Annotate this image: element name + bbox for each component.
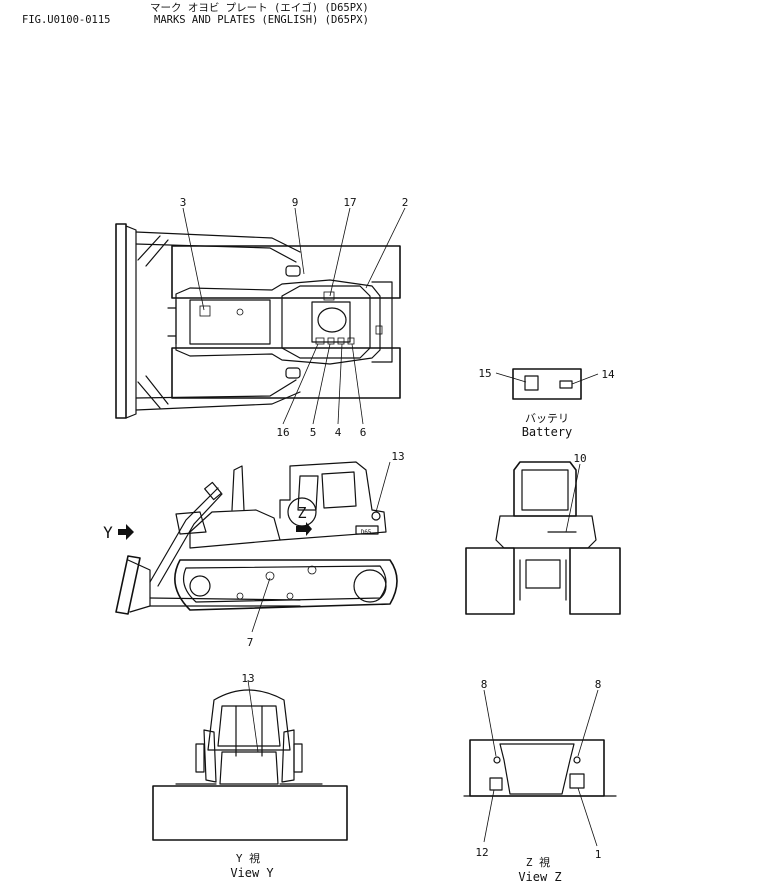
callout-5: 5 — [310, 426, 317, 439]
callout-15: 15 — [478, 367, 491, 380]
callout-17: 17 — [343, 196, 356, 209]
callout-7: 7 — [247, 636, 254, 649]
callout-1: 1 — [595, 848, 602, 861]
plate-15-marker — [524, 375, 539, 391]
rear-view-drawing — [465, 461, 621, 615]
plate-14-marker — [559, 380, 573, 389]
top-view-drawing — [115, 223, 401, 419]
battery-drawing — [495, 368, 599, 400]
view-z-marker: Z — [297, 504, 306, 522]
figure-number: FIG.U0100-0115 — [22, 14, 111, 26]
callout-13-side: 13 — [391, 450, 404, 463]
top-view-right-track — [171, 347, 401, 399]
rear-view-left-track — [465, 547, 515, 615]
callout-2: 2 — [402, 196, 409, 209]
top-view-blade — [115, 223, 127, 419]
callout-10: 10 — [573, 452, 586, 465]
plate-12-marker — [489, 777, 503, 791]
callout-13-view-y: 13 — [241, 672, 254, 685]
callout-9: 9 — [292, 196, 299, 209]
view-y-arrow — [118, 524, 134, 540]
plate-8-left-marker — [493, 756, 501, 764]
side-view-drawing — [115, 461, 398, 633]
callout-12: 12 — [475, 846, 488, 859]
view-y-drawing — [152, 679, 348, 841]
callout-8-right: 8 — [595, 678, 602, 691]
side-view-blade — [115, 555, 141, 615]
plate-3-marker — [199, 305, 211, 317]
model-badge: D65 — [361, 529, 372, 536]
view-z-arrow — [296, 522, 312, 536]
callout-4: 4 — [335, 426, 342, 439]
battery-label-jp: バッテリ — [525, 412, 569, 425]
callout-16: 16 — [276, 426, 289, 439]
view-z-caption-jp: Z 視 — [526, 855, 550, 869]
view-z-caption-en: View Z — [518, 870, 561, 884]
battery-label-en: Battery — [522, 425, 573, 439]
view-y-marker: Y — [103, 523, 113, 542]
callout-8-left: 8 — [481, 678, 488, 691]
plate-8-right-marker — [573, 756, 581, 764]
plate-1-marker — [569, 773, 585, 789]
plate-16-marker — [315, 337, 325, 345]
top-view-leaders — [182, 207, 406, 425]
side-view-track — [174, 559, 398, 611]
callout-3: 3 — [180, 196, 187, 209]
japanese-title: マーク オヨビ プレート (エイゴ) (D65PX) — [150, 2, 369, 14]
view-z-drawing — [463, 689, 617, 847]
top-view-left-track — [171, 245, 401, 299]
view-y-caption-jp: Y 視 — [236, 851, 260, 865]
rear-view-right-track — [569, 547, 621, 615]
callout-14: 14 — [601, 368, 615, 381]
view-y-blade — [152, 785, 348, 841]
view-y-caption-en: View Y — [230, 866, 274, 880]
callout-6: 6 — [360, 426, 367, 439]
figure-title: MARKS AND PLATES (ENGLISH) (D65PX) — [154, 14, 369, 26]
